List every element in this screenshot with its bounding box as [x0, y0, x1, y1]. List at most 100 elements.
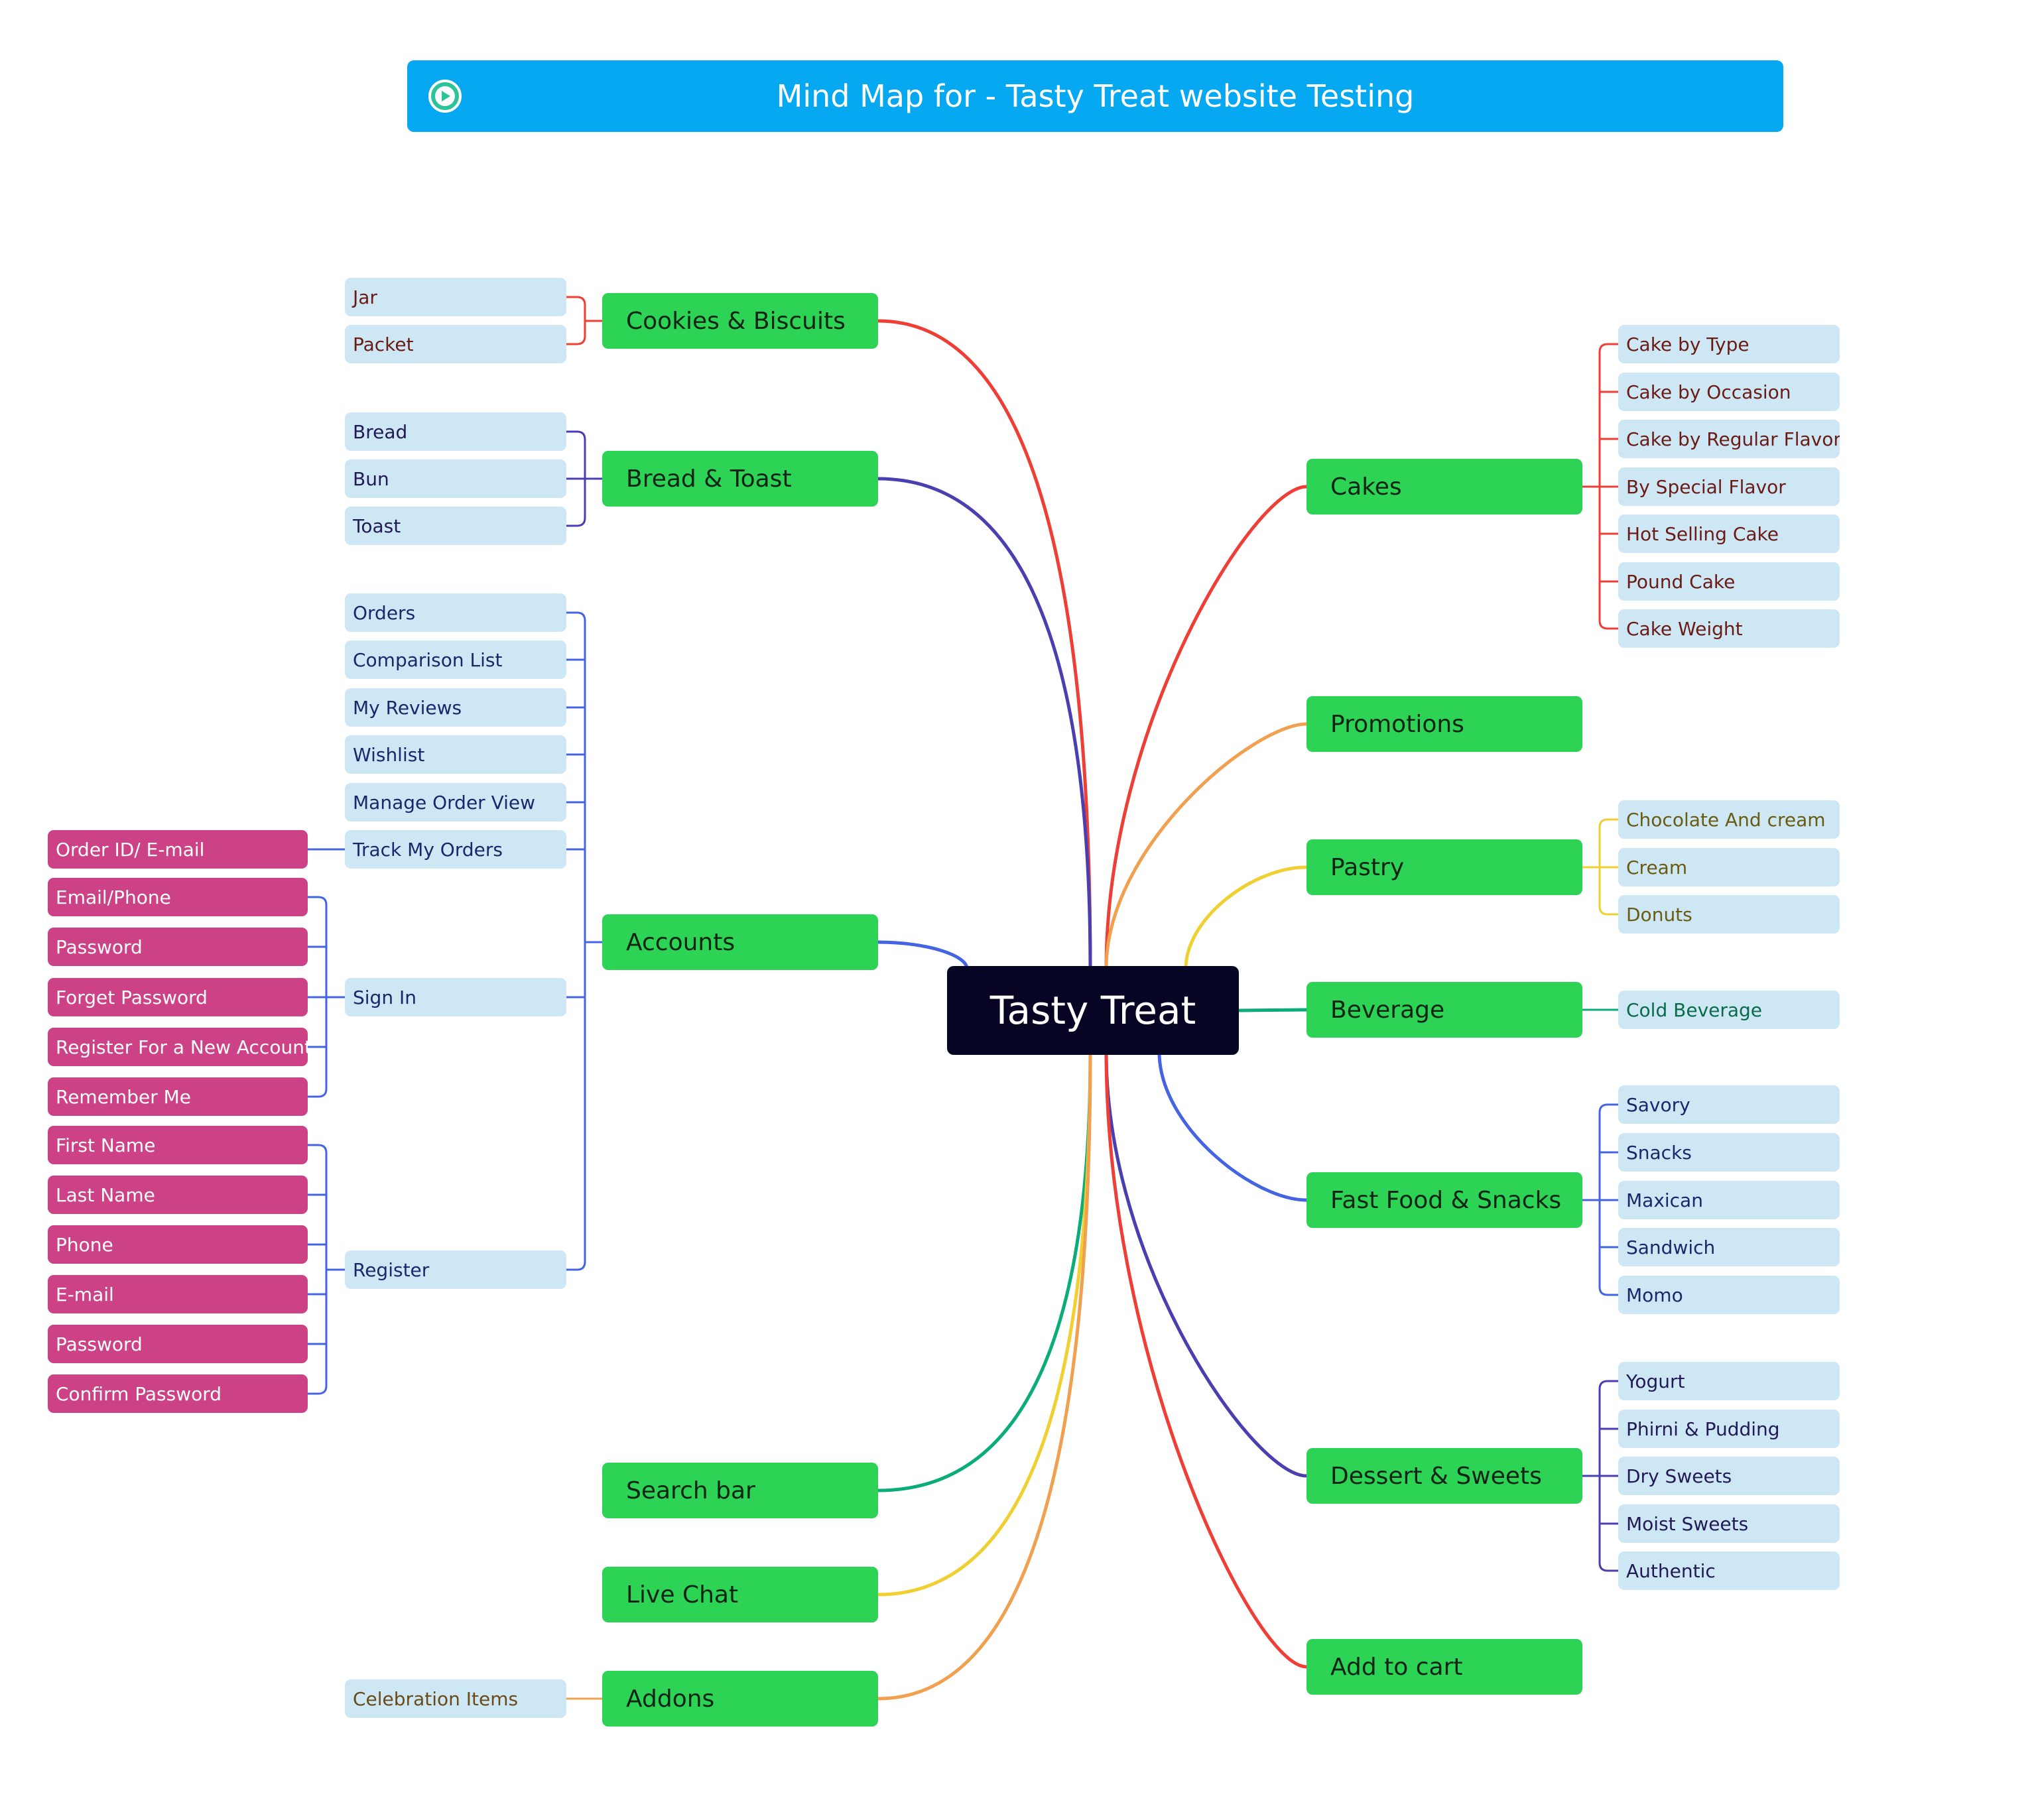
branch-addons[interactable]: Addons [602, 1671, 878, 1727]
leaf-authentic[interactable]: Authentic [1618, 1551, 1840, 1590]
branch-cakes[interactable]: Cakes [1306, 459, 1582, 515]
branch-add-to-cart[interactable]: Add to cart [1306, 1639, 1582, 1695]
leaf-donuts-label: Donuts [1626, 903, 1692, 926]
sub-item-confirm-password-label: Confirm Password [56, 1382, 222, 1405]
sub-item-remember-me-label: Remember Me [56, 1085, 191, 1108]
leaf-by-special-flavor-label: By Special Flavor [1626, 475, 1786, 498]
branch-promotions-label: Promotions [1330, 710, 1464, 738]
branch-connector [876, 477, 1092, 971]
leaf-cream-label: Cream [1626, 856, 1688, 879]
leaf-bread[interactable]: Bread [345, 412, 566, 451]
leaf-cake-by-regular-flavor-label: Cake by Regular Flavor [1626, 428, 1840, 450]
sub-item-last-name[interactable]: Last Name [48, 1176, 308, 1214]
leaf-wishlist[interactable]: Wishlist [345, 735, 566, 774]
leaf-connector [1598, 1380, 1620, 1390]
leaf-dry-sweets[interactable]: Dry Sweets [1618, 1457, 1840, 1495]
branch-dessert-sweets[interactable]: Dessert & Sweets [1306, 1448, 1582, 1504]
sub-item-password[interactable]: Password [48, 928, 308, 966]
root-node[interactable]: Tasty Treat [947, 966, 1239, 1055]
leaf-connector [1598, 619, 1620, 630]
leaf-bun-label: Bun [353, 467, 389, 490]
leaf-cold-beverage[interactable]: Cold Beverage [1618, 991, 1840, 1029]
branch-cookies-biscuits[interactable]: Cookies & Biscuits [602, 293, 878, 349]
branch-connector [1184, 865, 1308, 971]
leaf-authentic-label: Authentic [1626, 1559, 1716, 1582]
branch-connector [876, 1050, 1092, 1701]
sub-item-email-phone-label: Email/Phone [56, 886, 171, 908]
play-circle-icon [428, 80, 462, 113]
sub-item-register-for-a-new-account[interactable]: Register For a New Account [48, 1028, 308, 1066]
leaf-cake-weight[interactable]: Cake Weight [1618, 609, 1840, 648]
leaf-dry-sweets-label: Dry Sweets [1626, 1465, 1732, 1487]
leaf-jar[interactable]: Jar [345, 278, 566, 316]
leaf-maxican[interactable]: Maxican [1618, 1181, 1840, 1219]
leaf-moist-sweets[interactable]: Moist Sweets [1618, 1504, 1840, 1543]
branch-connector [1157, 1050, 1308, 1202]
branch-bread-toast[interactable]: Bread & Toast [602, 451, 878, 507]
sub-connector [306, 1087, 328, 1098]
sub-item-phone-label: Phone [56, 1233, 113, 1256]
leaf-packet[interactable]: Packet [345, 325, 566, 363]
branch-search-bar-label: Search bar [626, 1477, 755, 1504]
leaf-connector [565, 1260, 586, 1271]
leaf-momo[interactable]: Momo [1618, 1276, 1840, 1314]
leaf-orders[interactable]: Orders [345, 593, 566, 632]
sub-item-remember-me[interactable]: Remember Me [48, 1077, 308, 1116]
leaf-hot-selling-cake[interactable]: Hot Selling Cake [1618, 515, 1840, 553]
leaf-jar-label: Jar [353, 286, 377, 308]
branch-fast-food-snacks-label: Fast Food & Snacks [1330, 1186, 1562, 1214]
sub-item-confirm-password[interactable]: Confirm Password [48, 1374, 308, 1413]
leaf-track-my-orders[interactable]: Track My Orders [345, 830, 566, 869]
leaf-track-my-orders-label: Track My Orders [353, 838, 503, 861]
leaf-momo-label: Momo [1626, 1284, 1683, 1306]
leaf-snacks[interactable]: Snacks [1618, 1133, 1840, 1172]
leaf-my-reviews[interactable]: My Reviews [345, 688, 566, 727]
leaf-donuts[interactable]: Donuts [1618, 895, 1840, 934]
branch-pastry[interactable]: Pastry [1306, 839, 1582, 895]
sub-item-e-mail[interactable]: E-mail [48, 1275, 308, 1313]
leaf-sign-in[interactable]: Sign In [345, 978, 566, 1016]
sub-item-phone[interactable]: Phone [48, 1225, 308, 1264]
branch-accounts-label: Accounts [626, 928, 735, 956]
leaf-cream[interactable]: Cream [1618, 848, 1840, 886]
sub-item-order-id-e-mail[interactable]: Order ID/ E-mail [48, 830, 308, 869]
branch-fast-food-snacks[interactable]: Fast Food & Snacks [1306, 1172, 1582, 1228]
leaf-chocolate-and-cream[interactable]: Chocolate And cream [1618, 800, 1840, 839]
branch-search-bar[interactable]: Search bar [602, 1463, 878, 1518]
leaf-comparison-list[interactable]: Comparison List [345, 640, 566, 679]
branch-beverage[interactable]: Beverage [1306, 982, 1582, 1038]
leaf-connector [1598, 343, 1620, 353]
branch-live-chat[interactable]: Live Chat [602, 1567, 878, 1622]
sub-item-forget-password[interactable]: Forget Password [48, 978, 308, 1016]
leaf-register[interactable]: Register [345, 1250, 566, 1289]
branch-cookies-biscuits-label: Cookies & Biscuits [626, 307, 846, 335]
leaf-yogurt[interactable]: Yogurt [1618, 1362, 1840, 1400]
leaf-cold-beverage-label: Cold Beverage [1626, 999, 1763, 1021]
leaf-sandwich[interactable]: Sandwich [1618, 1228, 1840, 1266]
leaf-by-special-flavor[interactable]: By Special Flavor [1618, 467, 1840, 506]
leaf-cake-by-type[interactable]: Cake by Type [1618, 325, 1840, 363]
leaf-toast[interactable]: Toast [345, 507, 566, 545]
branch-pastry-label: Pastry [1330, 853, 1405, 881]
sub-connector [306, 1144, 328, 1154]
leaf-savory[interactable]: Savory [1618, 1085, 1840, 1124]
sub-item-forget-password-label: Forget Password [56, 986, 208, 1008]
leaf-wishlist-label: Wishlist [353, 743, 425, 766]
leaf-cake-by-occasion[interactable]: Cake by Occasion [1618, 373, 1840, 411]
leaf-phirni-pudding[interactable]: Phirni & Pudding [1618, 1410, 1840, 1448]
leaf-cake-by-occasion-label: Cake by Occasion [1626, 381, 1791, 403]
branch-promotions[interactable]: Promotions [1306, 696, 1582, 752]
sub-item-password[interactable]: Password [48, 1325, 308, 1363]
sub-item-email-phone[interactable]: Email/Phone [48, 878, 308, 916]
branch-accounts[interactable]: Accounts [602, 914, 878, 970]
sub-item-first-name[interactable]: First Name [48, 1126, 308, 1164]
leaf-pound-cake[interactable]: Pound Cake [1618, 562, 1840, 601]
title-banner: Mind Map for - Tasty Treat website Testi… [407, 60, 1783, 132]
branch-connector [876, 319, 1092, 971]
leaf-cake-by-regular-flavor[interactable]: Cake by Regular Flavor [1618, 420, 1840, 458]
branch-add-to-cart-label: Add to cart [1330, 1653, 1463, 1681]
leaf-bun[interactable]: Bun [345, 459, 566, 498]
sub-item-e-mail-label: E-mail [56, 1283, 114, 1305]
leaf-manage-order-view[interactable]: Manage Order View [345, 783, 566, 821]
leaf-celebration-items[interactable]: Celebration Items [345, 1679, 566, 1718]
